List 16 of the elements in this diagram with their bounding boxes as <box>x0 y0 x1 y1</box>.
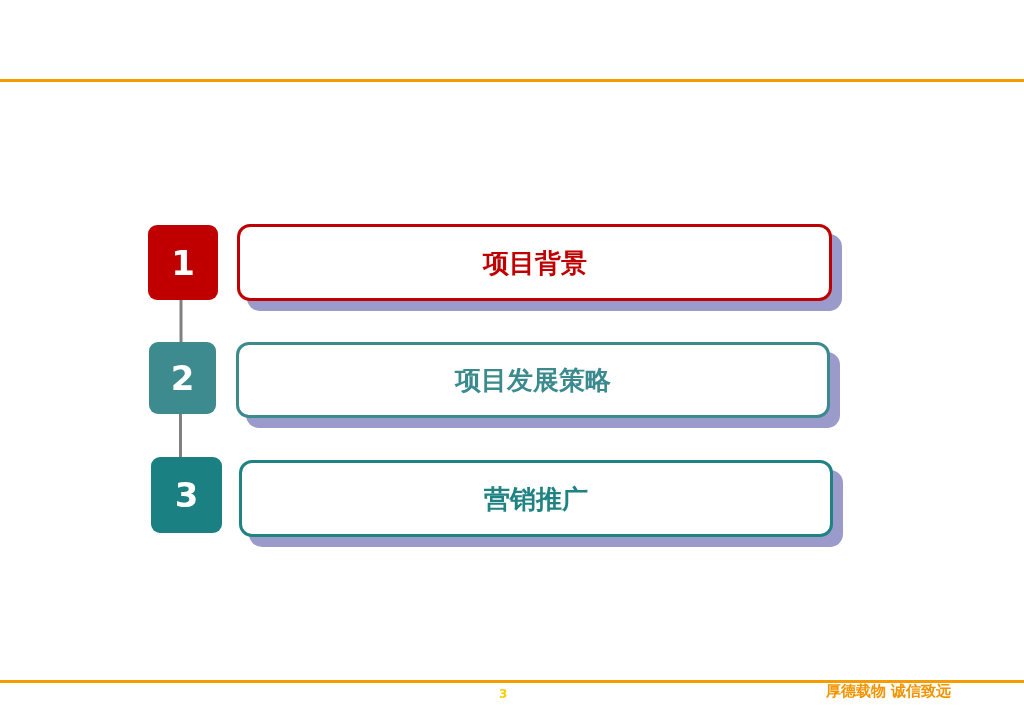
number-badge <box>149 342 216 414</box>
step-number: 2 <box>170 361 195 395</box>
footer-slogan: 厚德载物 诚信致远 <box>826 684 952 699</box>
title-box <box>239 460 833 537</box>
section-title: 营销推广 <box>484 485 588 512</box>
section-title: 项目背景 <box>482 249 587 276</box>
connector-line <box>179 414 182 457</box>
title-box <box>237 224 832 301</box>
number-badge <box>148 225 218 300</box>
connector-line <box>179 300 183 342</box>
title-box <box>236 342 830 418</box>
step-number: 3 <box>174 478 199 512</box>
page-number: 3 <box>499 688 508 700</box>
step-number: 1 <box>171 245 195 280</box>
section-title: 项目发展策略 <box>455 367 611 393</box>
number-badge <box>151 457 222 533</box>
